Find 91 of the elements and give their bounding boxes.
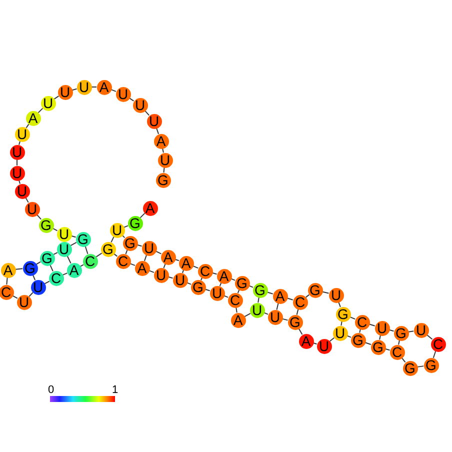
nucleotide-circle: A <box>96 80 112 94</box>
nucleotide-circle: C <box>292 294 308 310</box>
nucleotide-circle: U <box>40 96 56 110</box>
connector-line <box>26 124 30 128</box>
nucleotide-circle: G <box>40 250 54 266</box>
connector-line <box>14 268 24 270</box>
nucleotide-circle: C <box>354 314 370 330</box>
nucleotide-circle: A <box>298 334 314 348</box>
nucleotide-circle: G <box>156 172 170 188</box>
nucleotide-circle: U <box>268 310 282 324</box>
connector-line <box>54 96 60 100</box>
connector-line <box>91 86 97 88</box>
connector-line <box>144 254 148 262</box>
nucleotide-circle: G <box>424 358 438 372</box>
nucleotide-circle: U <box>30 280 46 294</box>
nucleotide-circle: U <box>56 242 72 256</box>
connector-line <box>163 166 165 174</box>
nucleotide-circle: U <box>142 240 156 256</box>
nucleotide-circle: U <box>16 294 32 310</box>
connector-line <box>182 270 184 274</box>
connector-line <box>416 366 424 368</box>
nucleotide-circle: A <box>134 260 150 276</box>
nucleotide-circle: G <box>370 340 386 354</box>
nucleotide-circle: U <box>24 202 40 216</box>
nucleotide-circle: U <box>250 302 264 318</box>
nucleotide-circle: C <box>430 336 446 352</box>
connector-line <box>432 350 436 358</box>
nucleotide-circle: U <box>14 184 30 198</box>
nucleotide-circle: C <box>0 284 14 300</box>
connector-line <box>204 288 210 292</box>
nucleotide-circle: A <box>142 200 158 216</box>
nucleotide-circle: U <box>132 98 148 112</box>
nucleotide-circle: U <box>328 288 344 302</box>
nucleotide-circle: U <box>374 320 390 336</box>
nucleotide-circle: A <box>0 262 16 278</box>
nucleotide-circle: A <box>216 268 232 284</box>
nucleotide-circle: G <box>128 216 142 230</box>
nucleotide-circle: G <box>122 236 138 250</box>
nucleotide-circle: U <box>110 222 124 238</box>
nucleotide-circle: A <box>178 256 194 270</box>
nucleotide-circle: U <box>154 268 168 282</box>
scale-tick-label: 0 <box>48 385 54 396</box>
connector-line <box>84 246 88 254</box>
nucleotide-circle: U <box>10 144 24 160</box>
nucleotide-circle: G <box>38 218 54 232</box>
nucleotide-circle: U <box>316 338 332 354</box>
nucleotide-circle: C <box>228 292 242 308</box>
connector-line <box>38 108 44 114</box>
nucleotide-circle: U <box>414 322 428 338</box>
connector-line <box>28 292 34 298</box>
nucleotide-circle: U <box>172 272 188 288</box>
nucleotide-circle: C <box>198 264 212 278</box>
nucleotide-circle: U <box>10 166 24 180</box>
nucleotide-circle: U <box>58 84 72 100</box>
nucleotide-circle: A <box>66 262 82 278</box>
nucleotide-circle: A <box>272 288 288 304</box>
nucleotide-circle: U <box>116 86 130 102</box>
nucleotide-circle: A <box>230 312 246 328</box>
connector-line <box>329 337 335 342</box>
connector-line <box>296 308 299 316</box>
nucleotide-circle: G <box>350 332 366 348</box>
nucleotide-circle: G <box>336 306 350 322</box>
nucleotide-circle: U <box>210 286 224 300</box>
nucleotide-circle: G <box>76 232 90 246</box>
nucleotide-circle: G <box>288 314 302 330</box>
nucleotide-circle: U <box>158 152 172 168</box>
nucleotide-circle: A <box>154 134 168 148</box>
nucleotide-circle: G <box>252 282 268 298</box>
nucleotide-circle: U <box>146 114 162 128</box>
nucleotide-circle: C <box>48 270 64 286</box>
nucleotide-circle: C <box>390 344 404 360</box>
scale-tick-label: 1 <box>112 385 118 396</box>
nucleotide-circle: G <box>402 360 418 376</box>
nucleotide-circle: G <box>190 280 206 294</box>
nucleotide-circle: A <box>26 110 40 126</box>
connector-line <box>16 159 18 166</box>
nucleotide-circle: U <box>76 80 92 94</box>
nucleotide-circle: A <box>160 250 176 264</box>
nucleotide-circle: G <box>308 282 322 298</box>
nucleotide-circle: G <box>394 326 408 340</box>
nucleotide-circle: G <box>22 260 38 276</box>
nucleotide-circle: U <box>14 126 30 142</box>
connector-line <box>6 276 8 286</box>
connector-line <box>96 252 102 258</box>
nucleotide-circle: C <box>116 254 130 268</box>
connector-line <box>140 212 146 218</box>
nucleotide-circle: U <box>56 226 72 242</box>
nucleotide-circle: U <box>332 326 348 340</box>
nucleotide-circle: G <box>100 242 116 256</box>
nucleotide-circle: G <box>234 276 250 290</box>
nucleotide-circle: C <box>82 254 98 268</box>
